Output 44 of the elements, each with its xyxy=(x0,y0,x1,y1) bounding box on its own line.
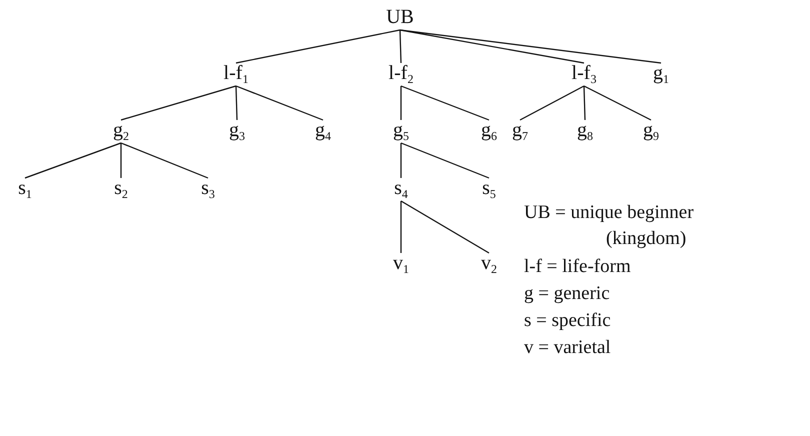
tree-branch-line xyxy=(400,86,402,120)
tree-node-label: s$_{3}$ xyxy=(200,177,216,199)
key-text: UB = unique beginner xyxy=(524,202,694,224)
tree-branch-line xyxy=(400,200,490,254)
tree-branch-line xyxy=(120,143,122,178)
tree-node-label: s$_{4}$ xyxy=(393,177,409,199)
tree-node-label: g$_{9}$ xyxy=(642,119,660,141)
tree-node-label: g$_{4}$ xyxy=(314,119,332,141)
tree-branch-line xyxy=(520,85,584,121)
tree-node-label: g$_{7}$ xyxy=(511,119,529,141)
tree-branch-line xyxy=(236,29,400,64)
tree-node-label: v$_{1}$ xyxy=(392,252,410,274)
tree-node-label: g$_{2}$ xyxy=(112,119,130,141)
tree-node-label: g$_{8}$ xyxy=(576,119,594,141)
tree-branch-line xyxy=(235,86,238,120)
tree-branch-line xyxy=(583,86,586,120)
tree-branch-line xyxy=(400,142,490,179)
tree-node-label: s$_{5}$ xyxy=(481,177,497,199)
tree-node-label: g$_{6}$ xyxy=(480,119,498,141)
tree-node-label: l-f$_{2}$ xyxy=(388,62,414,84)
tree-branch-line xyxy=(400,29,662,64)
tree-branch-line xyxy=(400,201,402,253)
key-text: g = generic xyxy=(524,283,610,305)
tree-branch-line xyxy=(120,142,208,179)
key-text: (kingdom) xyxy=(606,228,686,250)
tree-node-label: g$_{3}$ xyxy=(228,119,246,141)
tree-node-label: l-f$_{1}$ xyxy=(222,62,250,84)
tree-node-label: s$_{2}$ xyxy=(113,177,129,199)
tree-branch-line xyxy=(120,85,236,121)
tree-branch-line xyxy=(400,143,402,178)
key-text: l-f = life-form xyxy=(524,256,631,278)
tree-branch-line xyxy=(584,85,652,121)
tree-node-label: s$_{1}$ xyxy=(17,177,33,199)
tree-node-label: v$_{2}$ xyxy=(480,252,498,274)
key-text: v = varietal xyxy=(524,337,611,359)
tree-node-label: g$_{1}$ xyxy=(652,62,670,84)
tree-branch-line xyxy=(236,85,324,121)
tree-branch-line xyxy=(400,85,490,121)
tree-node-label: l-f$_{3}$ xyxy=(570,62,598,84)
tree-node-label: g$_{5}$ xyxy=(392,119,410,141)
tree-branch-line xyxy=(24,142,122,179)
tree-node-label: UB xyxy=(385,6,415,28)
key-text: s = specific xyxy=(524,310,611,332)
tree-branch-line xyxy=(399,30,402,64)
